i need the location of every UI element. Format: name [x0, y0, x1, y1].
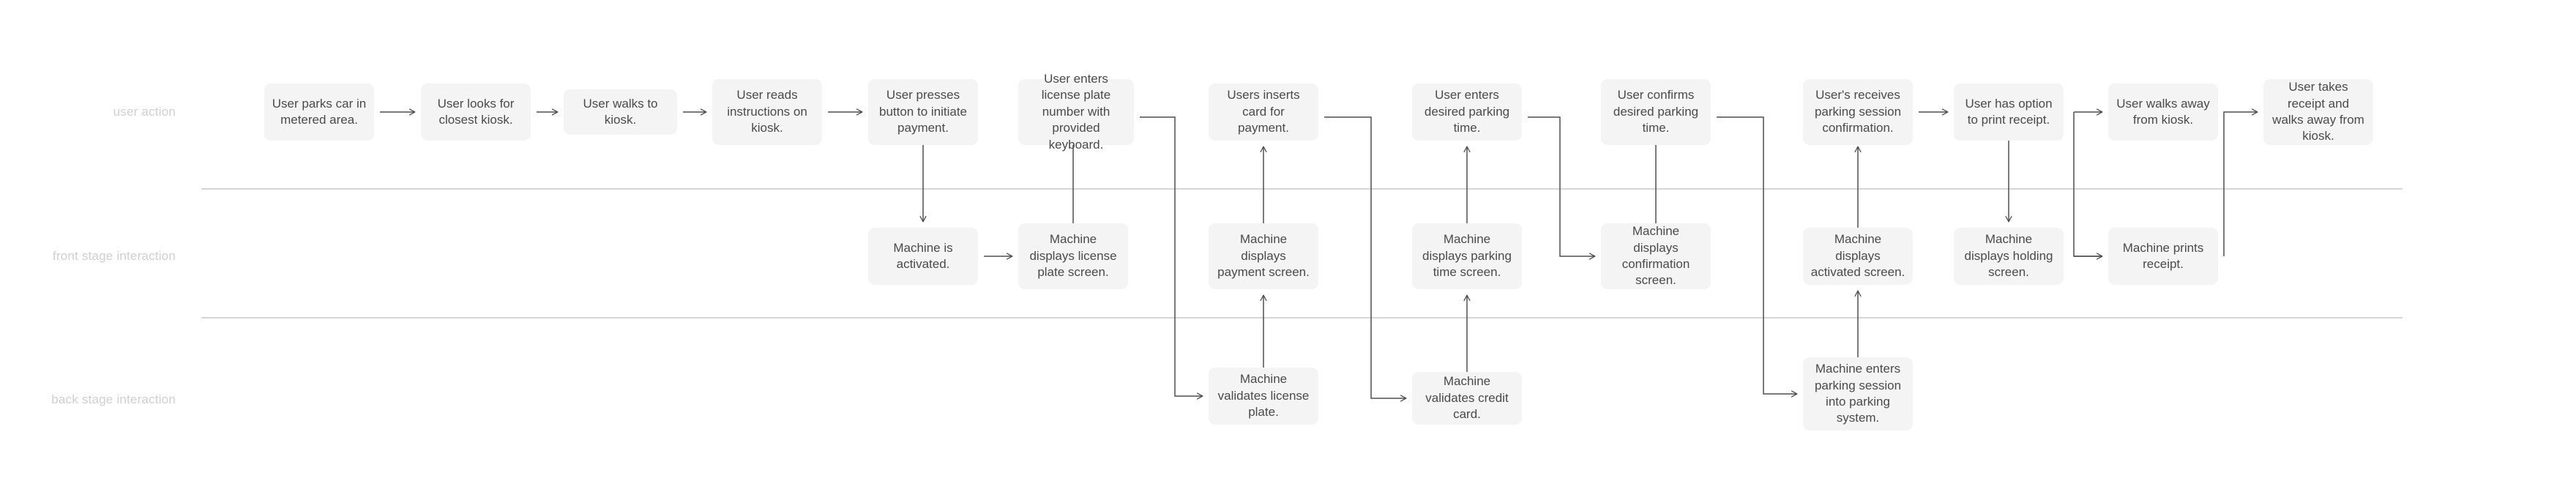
node-fs-3[interactable]: Machine displays payment screen.	[1209, 223, 1318, 289]
connector-ua6-bs1	[1140, 116, 1203, 400]
node-text: User has option to print receipt.	[1965, 96, 2053, 127]
lane-label-user-action: user action	[113, 105, 176, 119]
node-ua-10[interactable]: User's receives parking session confirma…	[1803, 79, 1913, 145]
node-text: User confirms desired parking time.	[1613, 88, 1699, 135]
connector-ua7-bs2	[1324, 116, 1407, 402]
connector-ua11-ua12	[2073, 112, 2102, 257]
connector-ua9-bs3	[1717, 116, 1798, 398]
node-fs-5[interactable]: Machine displays confirmation screen.	[1601, 223, 1711, 289]
node-text: Machine displays parking time screen.	[1422, 232, 1512, 280]
node-text: User looks for closest kiosk.	[437, 96, 515, 127]
lane-label-back-stage: back stage interaction	[51, 392, 176, 406]
node-bs-2[interactable]: Machine validates credit card.	[1412, 372, 1522, 425]
node-ua-3[interactable]: User walks to kiosk.	[564, 89, 677, 135]
node-fs-7[interactable]: Machine displays holding screen.	[1954, 228, 2064, 285]
node-ua-4[interactable]: User reads instructions on kiosk.	[712, 79, 822, 145]
node-ua-6[interactable]: User enters license plate number with pr…	[1018, 72, 1134, 152]
node-fs-1[interactable]: Machine is activated.	[868, 228, 978, 285]
lane-label-front-stage: front stage interaction	[52, 249, 176, 263]
node-text: Machine displays payment screen.	[1217, 232, 1310, 280]
node-fs-2[interactable]: Machine displays license plate screen.	[1018, 223, 1128, 289]
node-text: User presses button to initiate payment.	[878, 88, 968, 135]
node-ua-1[interactable]: User parks car in metered area.	[264, 83, 374, 141]
node-fs-6[interactable]: Machine displays activated screen.	[1803, 228, 1913, 285]
node-bs-1[interactable]: Machine validates license plate.	[1209, 368, 1318, 425]
node-ua-7[interactable]: Users inserts card for payment.	[1209, 83, 1318, 141]
node-ua-8[interactable]: User enters desired parking time.	[1412, 83, 1522, 141]
connector-ua8-fs5	[1528, 116, 1596, 260]
connector-fs8-ua13	[2223, 108, 2258, 256]
node-text: Machine displays holding screen.	[1964, 232, 2053, 280]
node-bs-3[interactable]: Machine enters parking session into park…	[1803, 357, 1913, 431]
node-text: User enters license plate number with pr…	[1041, 71, 1111, 152]
node-text: Machine enters parking session into park…	[1814, 362, 1902, 425]
node-text: Users inserts card for payment.	[1227, 88, 1300, 135]
node-text: Machine displays activated screen.	[1810, 232, 1905, 280]
node-fs-4[interactable]: Machine displays parking time screen.	[1412, 223, 1522, 289]
node-text: Machine displays license plate screen.	[1029, 232, 1117, 280]
node-ua-12[interactable]: User walks away from kiosk.	[2108, 83, 2218, 141]
node-text: Machine prints receipt.	[2122, 240, 2204, 271]
node-text: User walks to kiosk.	[583, 96, 658, 127]
node-text: User takes receipt and walks away from k…	[2272, 80, 2364, 144]
node-text: Machine validates license plate.	[1217, 372, 1310, 420]
node-text: User reads instructions on kiosk.	[727, 88, 807, 135]
node-fs-8[interactable]: Machine prints receipt.	[2108, 228, 2218, 285]
node-ua-9[interactable]: User confirms desired parking time.	[1601, 79, 1711, 145]
node-text: Machine validates credit card.	[1425, 374, 1509, 422]
node-text: User walks away from kiosk.	[2116, 96, 2210, 127]
node-text: Machine is activated.	[893, 240, 953, 271]
node-text: User's receives parking session confirma…	[1814, 88, 1902, 135]
node-ua-5[interactable]: User presses button to initiate payment.	[868, 79, 978, 145]
node-text: Machine displays confirmation screen.	[1621, 224, 1690, 288]
node-ua-11[interactable]: User has option to print receipt.	[1954, 83, 2064, 141]
node-text: User parks car in metered area.	[272, 96, 367, 127]
node-text: User enters desired parking time.	[1424, 88, 1510, 135]
node-ua-13[interactable]: User takes receipt and walks away from k…	[2263, 79, 2373, 145]
node-ua-2[interactable]: User looks for closest kiosk.	[421, 83, 531, 141]
